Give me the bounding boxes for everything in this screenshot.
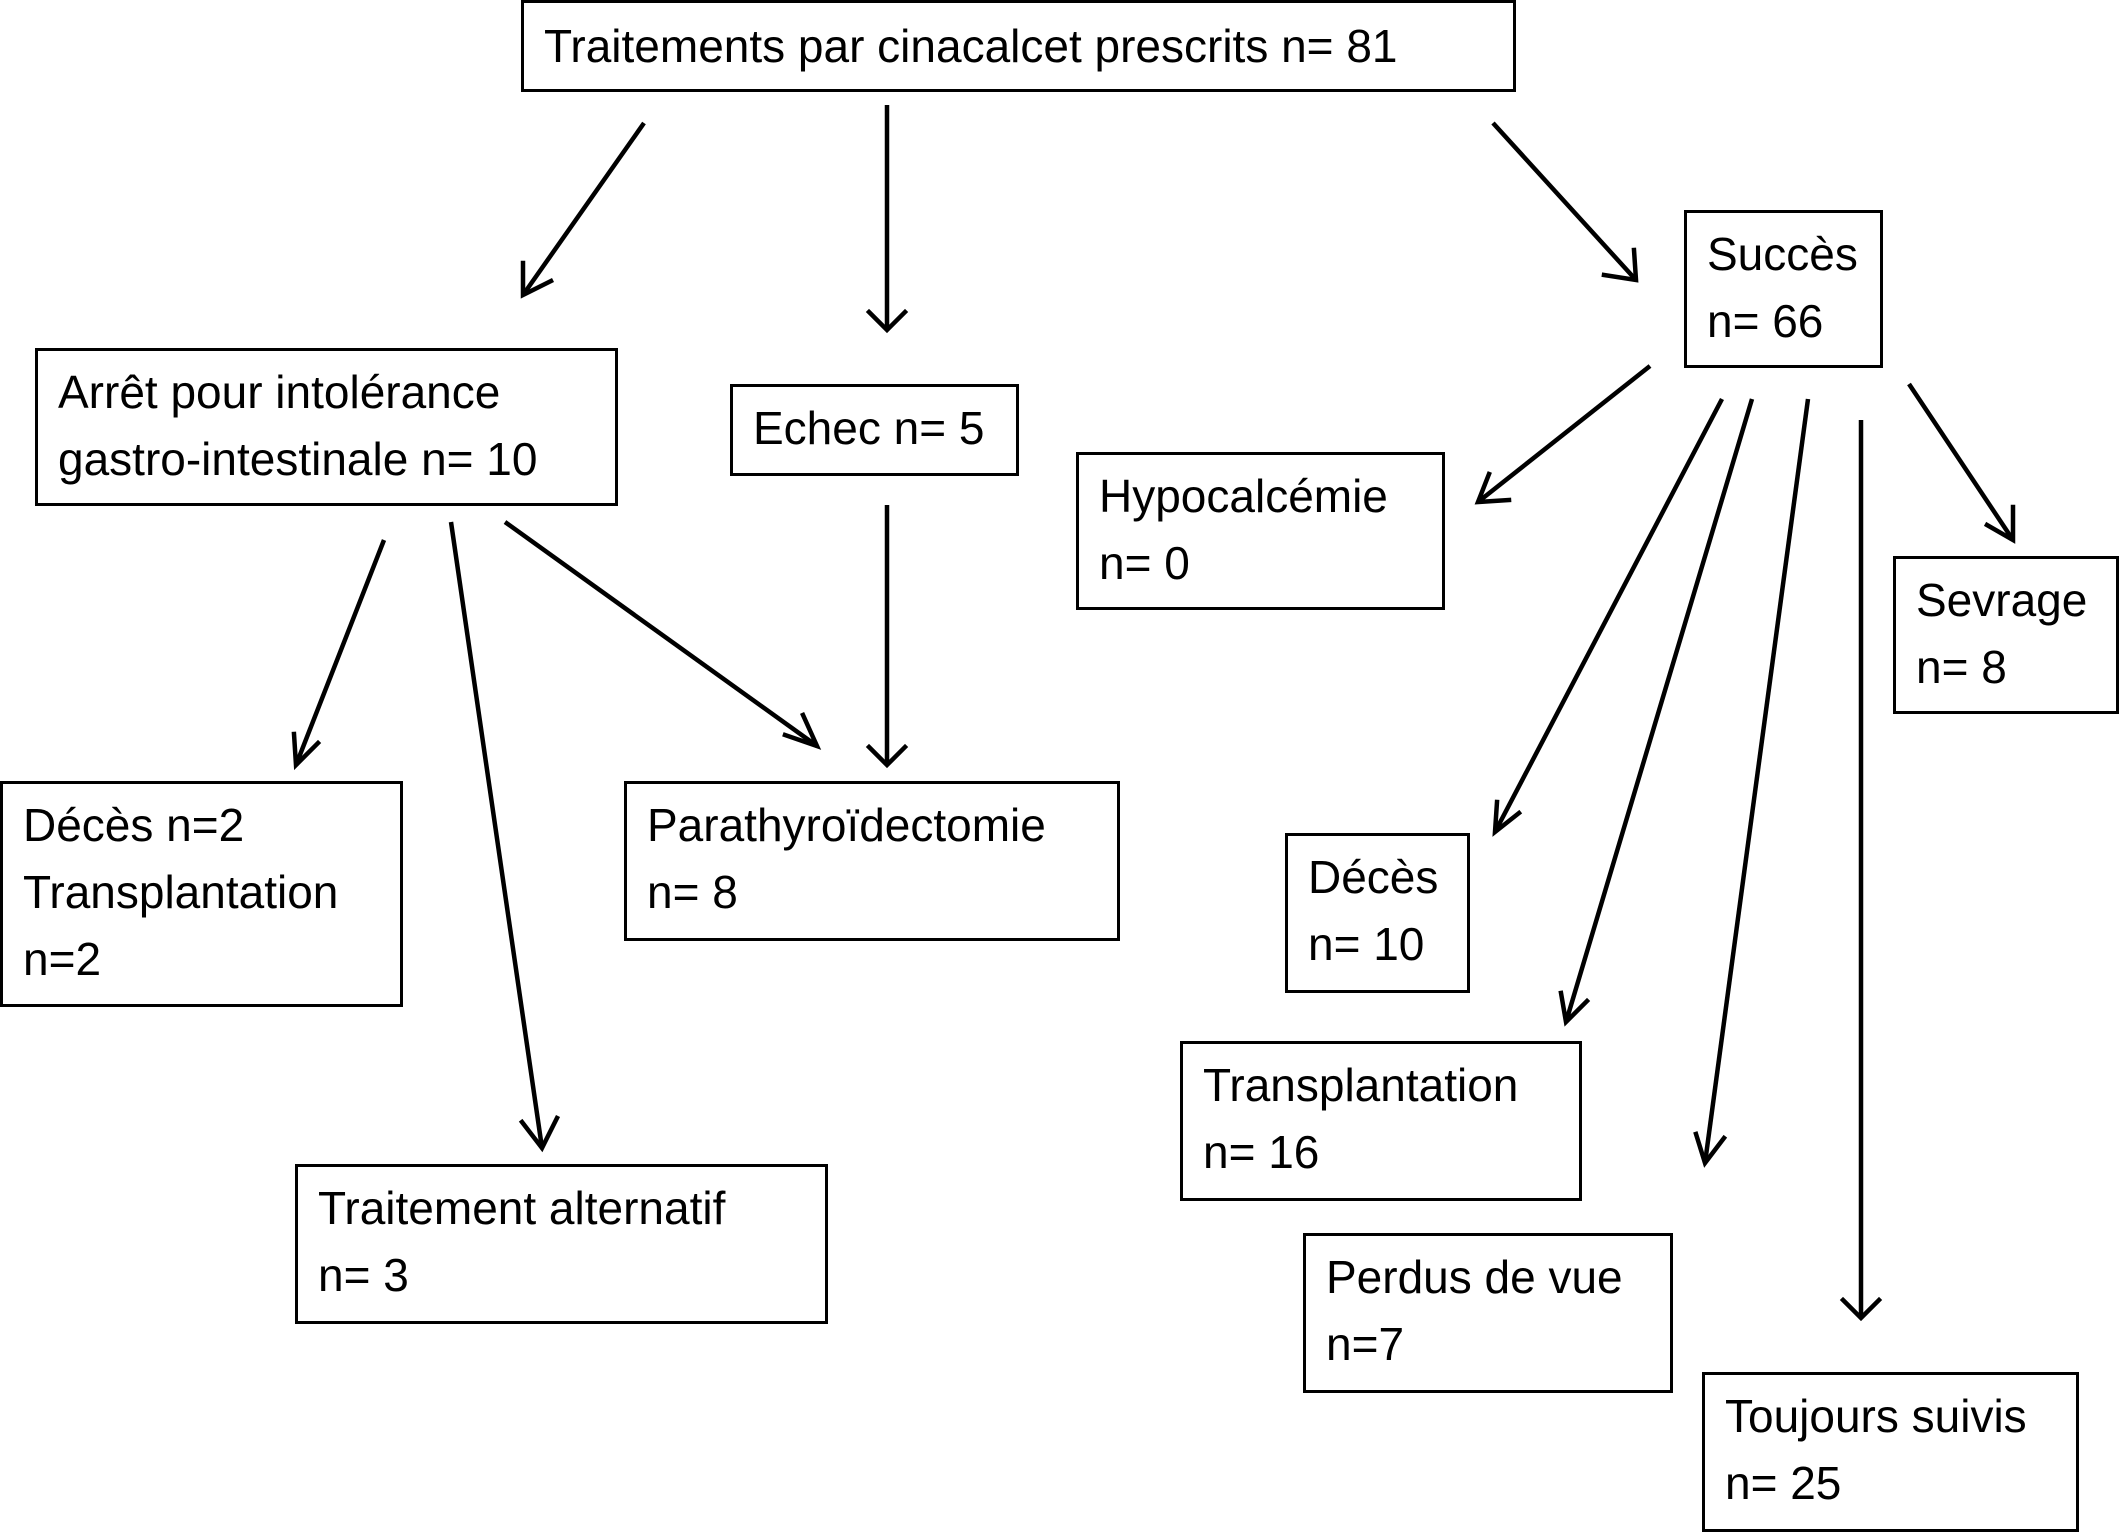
box-deces-transplantation: Décès n=2 Transplantation n=2 — [0, 781, 403, 1007]
succes-line-2: n= 66 — [1707, 295, 1824, 347]
box-arret: Arrêt pour intolérance gastro-intestinal… — [35, 348, 618, 506]
transplantation-line-2: n= 16 — [1203, 1126, 1320, 1178]
arrow-root-to-arret — [521, 121, 646, 297]
parathyroidectomie-line-1: Parathyroïdectomie — [647, 799, 1046, 851]
perdus-de-vue-line-1: Perdus de vue — [1326, 1251, 1623, 1303]
traitement-alternatif-line-2: n= 3 — [318, 1249, 409, 1301]
arrow-arret-to-traitement-alternatif — [448, 521, 545, 1149]
box-transplantation: Transplantation n= 16 — [1180, 1041, 1582, 1201]
arrow-succes-to-transplantation — [1563, 398, 1755, 1023]
deces-line-2: n= 10 — [1308, 918, 1425, 970]
toujours-suivis-line-1: Toujours suivis — [1725, 1390, 2027, 1442]
parathyroidectomie-line-2: n= 8 — [647, 866, 738, 918]
hypocalcemie-line-2: n= 0 — [1099, 537, 1190, 589]
box-succes: Succès n= 66 — [1684, 210, 1883, 368]
box-toujours-suivis: Toujours suivis n= 25 — [1702, 1372, 2079, 1532]
sevrage-line-2: n= 8 — [1916, 641, 2007, 693]
arrow-succes-to-sevrage — [1907, 382, 2015, 542]
echec-label: Echec n= 5 — [753, 402, 985, 454]
arret-line-2: gastro-intestinale n= 10 — [58, 433, 538, 485]
arrow-arret-to-parathyroidectomie — [503, 520, 819, 748]
arrow-arret-to-deces-transplantation — [293, 539, 387, 766]
toujours-suivis-line-2: n= 25 — [1725, 1457, 1842, 1509]
box-deces: Décès n= 10 — [1285, 833, 1470, 993]
succes-line-1: Succès — [1707, 228, 1858, 280]
arrow-succes-to-hypocalcemie — [1476, 364, 1652, 504]
deces-transplantation-line-2: Transplantation — [23, 866, 339, 918]
sevrage-line-1: Sevrage — [1916, 574, 2088, 626]
box-hypocalcemie: Hypocalcémie n= 0 — [1076, 452, 1445, 610]
box-root: Traitements par cinacalcet prescrits n= … — [521, 0, 1516, 92]
box-parathyroidectomie: Parathyroïdectomie n= 8 — [624, 781, 1120, 941]
traitement-alternatif-line-1: Traitement alternatif — [318, 1182, 726, 1234]
box-sevrage: Sevrage n= 8 — [1893, 556, 2119, 714]
box-traitement-alternatif: Traitement alternatif n= 3 — [295, 1164, 828, 1324]
arrow-root-to-succes — [1491, 121, 1638, 282]
arrow-succes-to-perdus-de-vue — [1702, 398, 1811, 1164]
hypocalcemie-line-1: Hypocalcémie — [1099, 470, 1388, 522]
deces-transplantation-line-1: Décès n=2 — [23, 799, 245, 851]
arret-line-1: Arrêt pour intolérance — [58, 366, 501, 418]
transplantation-line-1: Transplantation — [1203, 1059, 1519, 1111]
perdus-de-vue-line-2: n=7 — [1326, 1318, 1405, 1370]
deces-transplantation-line-3: n=2 — [23, 933, 102, 985]
root-label: Traitements par cinacalcet prescrits n= … — [544, 20, 1398, 72]
box-perdus-de-vue: Perdus de vue n=7 — [1303, 1233, 1673, 1393]
box-echec: Echec n= 5 — [730, 384, 1019, 476]
deces-line-1: Décès — [1308, 851, 1439, 903]
arrow-succes-to-deces — [1493, 397, 1724, 834]
